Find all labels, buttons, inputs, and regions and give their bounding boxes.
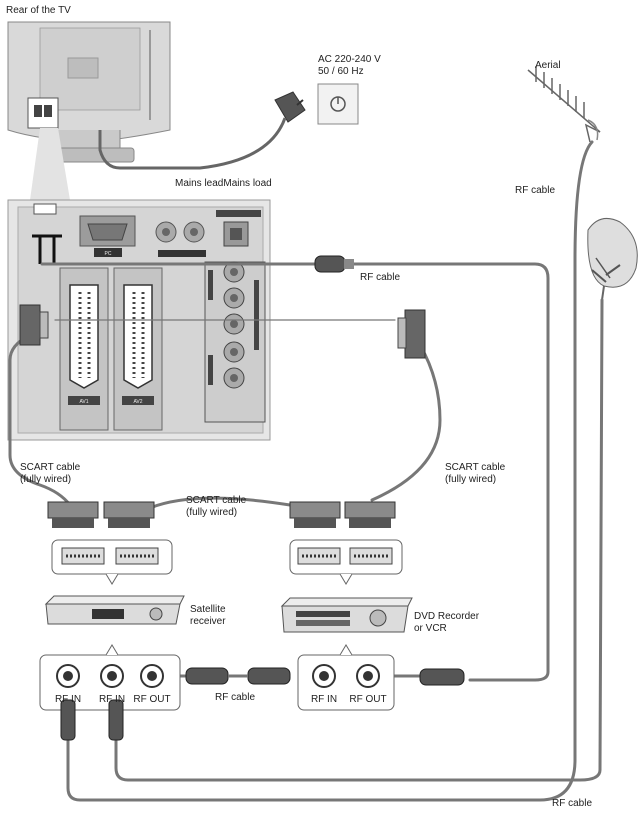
power-label-line1: AC 220-240 V xyxy=(318,54,381,65)
aerial-label: Aerial xyxy=(535,60,561,71)
dvd-rf-in-label: RF IN xyxy=(311,694,337,705)
satellite-rf-ports xyxy=(39,644,181,711)
recorder-scart-sockets xyxy=(289,539,403,585)
scart-label-right-line2: (fully wired) xyxy=(445,474,496,485)
recorder-rf-ports xyxy=(297,644,395,711)
sat-rf-in-2-label: RF IN xyxy=(99,694,125,705)
svg-text:AV2: AV2 xyxy=(133,399,142,405)
dvd-label-line1: DVD Recorder xyxy=(414,611,480,622)
dvd-recorder-device xyxy=(280,597,413,633)
sat-rf-out-label: RF OUT xyxy=(133,694,170,705)
rf-plug-recorder-out xyxy=(419,668,465,686)
rf-cable-label-aerial: RF cable xyxy=(515,185,555,196)
component-inputs xyxy=(204,261,266,423)
sat-rf-in-1-label: RF IN xyxy=(55,694,81,705)
rf-cable-devices xyxy=(185,667,291,685)
mains-plug xyxy=(274,91,306,123)
satellite-label-line2: receiver xyxy=(190,616,226,627)
av2-scart-socket: AV2 xyxy=(113,267,163,431)
scart-label-left-line2: (fully wired) xyxy=(20,474,71,485)
mains-lead xyxy=(98,117,287,170)
satellite-scart-sockets xyxy=(51,539,173,585)
svg-text:PC: PC xyxy=(105,251,112,257)
dvd-rf-out-label: RF OUT xyxy=(349,694,386,705)
scart-plug-left xyxy=(19,304,49,346)
rf-plug-tv xyxy=(314,255,354,273)
scart-label-left-line1: SCART cable xyxy=(20,462,81,473)
rf-cable-label-bottom: RF cable xyxy=(552,798,592,809)
mains-lead-label: Mains leadMains load xyxy=(175,178,272,189)
tv-rear xyxy=(7,21,171,163)
svg-text:AV1: AV1 xyxy=(79,399,88,405)
scart-plug-right xyxy=(397,309,426,359)
satellite-dish-icon xyxy=(587,217,638,301)
scart-plugs-row xyxy=(47,501,396,528)
satellite-label-line1: Satellite xyxy=(190,604,226,615)
scart-label-middle-line1: SCART cable xyxy=(186,495,247,506)
scart-label-right-line1: SCART cable xyxy=(445,462,506,473)
aerial-icon xyxy=(527,66,601,143)
power-label-line2: 50 / 60 Hz xyxy=(318,66,364,77)
rf-cable-label-devices: RF cable xyxy=(215,692,255,703)
scart-label-middle-line2: (fully wired) xyxy=(186,507,237,518)
av1-scart-socket: AV1 xyxy=(59,267,109,431)
rf-cable-tv xyxy=(40,262,550,682)
rf-cable-dish xyxy=(114,298,604,782)
cables xyxy=(8,140,604,802)
rf-plugs-bottom xyxy=(60,699,124,741)
rf-cable-label-tv: RF cable xyxy=(360,272,400,283)
satellite-receiver-device xyxy=(44,595,185,625)
pc-port: PC xyxy=(79,215,136,257)
diagram-title: Rear of the TV xyxy=(6,5,71,16)
dvd-label-line2: or VCR xyxy=(414,623,447,634)
aerial-socket xyxy=(33,203,57,215)
rf-cable-aerial-bottom xyxy=(66,140,594,802)
wall-socket-icon xyxy=(317,83,359,125)
zoom-callout xyxy=(30,128,70,200)
